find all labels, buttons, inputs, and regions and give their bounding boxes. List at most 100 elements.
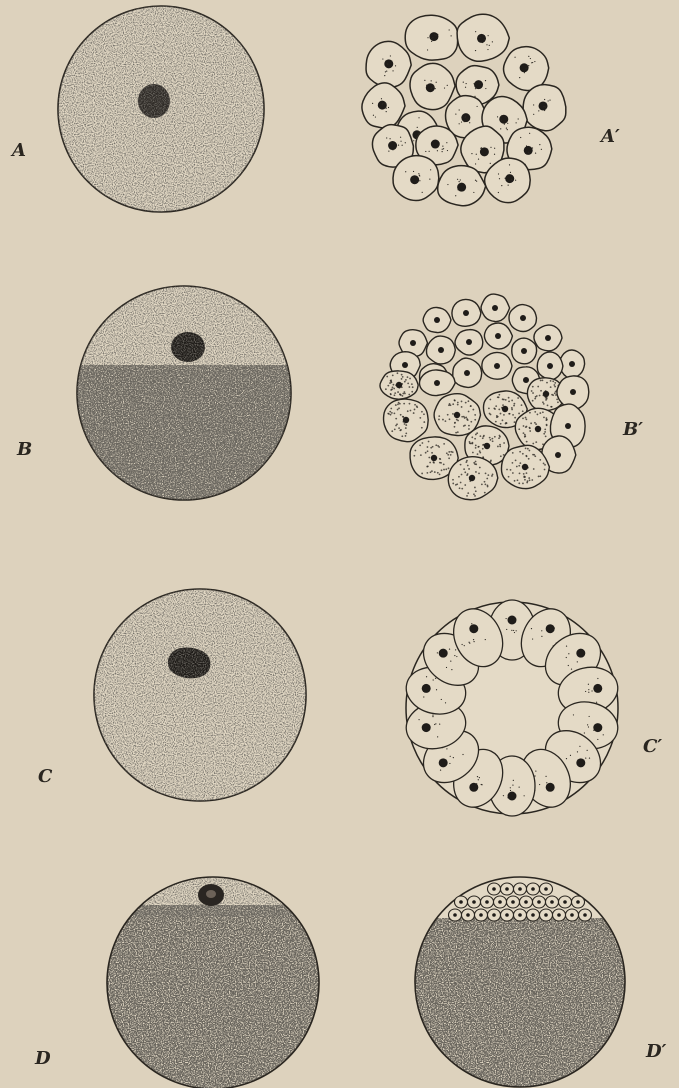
cell-nucleus bbox=[492, 887, 496, 891]
cell-nucleus bbox=[521, 348, 527, 354]
cell-nucleus bbox=[593, 723, 602, 732]
cell-nucleus bbox=[453, 913, 457, 917]
cell-nucleus bbox=[463, 310, 469, 316]
cell-nucleus bbox=[434, 317, 440, 323]
cell-nucleus bbox=[426, 83, 435, 92]
cell-nucleus bbox=[431, 140, 440, 149]
cell-nucleus bbox=[576, 649, 585, 658]
cell-nucleus bbox=[524, 146, 533, 155]
cell-nucleus bbox=[439, 649, 448, 658]
panel-label-c: C bbox=[38, 768, 52, 786]
cell-nucleus bbox=[576, 900, 580, 904]
cell-nucleus bbox=[546, 783, 555, 792]
egg-d-nucleolus bbox=[206, 890, 216, 898]
cell-nucleus bbox=[422, 684, 431, 693]
cell-nucleus bbox=[492, 305, 498, 311]
blastula-c-prime bbox=[402, 600, 623, 816]
cell-nucleus bbox=[459, 900, 463, 904]
cell-nucleus bbox=[511, 900, 515, 904]
cell-nucleus bbox=[484, 443, 490, 449]
cell-nucleus bbox=[439, 758, 448, 767]
cell-nucleus bbox=[469, 783, 478, 792]
egg-a-granules bbox=[55, 3, 270, 218]
cell-nucleus bbox=[545, 335, 551, 341]
egg-b-granules bbox=[76, 285, 292, 501]
cell-nucleus bbox=[403, 417, 409, 423]
cell-nucleus bbox=[523, 377, 529, 383]
cell-nucleus bbox=[550, 900, 554, 904]
cell-nucleus bbox=[434, 380, 440, 386]
egg-d bbox=[105, 877, 325, 1088]
panel-label-a-prime: A′ bbox=[601, 128, 620, 146]
cell-nucleus bbox=[505, 887, 509, 891]
cell-nucleus bbox=[431, 455, 437, 461]
cell-nucleus bbox=[479, 913, 483, 917]
cell-nucleus bbox=[546, 624, 555, 633]
cell-nucleus bbox=[555, 452, 561, 458]
cell-nucleus bbox=[502, 406, 508, 412]
cell-nucleus bbox=[438, 347, 444, 353]
cell-nucleus bbox=[410, 175, 419, 184]
blastula-d-yolk bbox=[412, 905, 632, 1088]
blastula-c-yolk bbox=[450, 640, 575, 765]
cell-nucleus bbox=[518, 913, 522, 917]
cell-nucleus bbox=[402, 362, 408, 368]
cell-nucleus bbox=[498, 900, 502, 904]
cell-nucleus bbox=[557, 913, 561, 917]
cell-nucleus bbox=[508, 616, 517, 625]
cell-nucleus bbox=[583, 913, 587, 917]
cell-nucleus bbox=[565, 423, 571, 429]
cell-nucleus bbox=[520, 315, 526, 321]
cell-nucleus bbox=[570, 913, 574, 917]
cell-nucleus bbox=[531, 887, 535, 891]
cell-nucleus bbox=[505, 174, 514, 183]
cell-nucleus bbox=[464, 370, 470, 376]
blastula-a-prime bbox=[362, 14, 566, 206]
panel-label-c-prime: C′ bbox=[643, 738, 662, 756]
cell-nucleus bbox=[544, 887, 548, 891]
cell-nucleus bbox=[422, 723, 431, 732]
cell-nucleus bbox=[570, 389, 576, 395]
cell-nucleus bbox=[518, 887, 522, 891]
cell-nucleus bbox=[485, 900, 489, 904]
cell-nucleus bbox=[535, 426, 541, 432]
cell-nucleus bbox=[569, 361, 575, 367]
cell-nucleus bbox=[543, 391, 549, 397]
panel-label-b-prime: B′ bbox=[623, 421, 643, 439]
cell-nucleus bbox=[384, 59, 393, 68]
cell-nucleus bbox=[544, 913, 548, 917]
cell-nucleus bbox=[461, 113, 470, 122]
cell-nucleus bbox=[539, 101, 548, 110]
cell-nucleus bbox=[410, 340, 416, 346]
cell-nucleus bbox=[472, 900, 476, 904]
cell-nucleus bbox=[388, 141, 397, 150]
cell-nucleus bbox=[454, 412, 460, 418]
blastula-b-prime bbox=[380, 294, 589, 500]
cell-nucleus bbox=[520, 63, 529, 72]
cell-nucleus bbox=[508, 792, 517, 801]
cell-nucleus bbox=[537, 900, 541, 904]
cell-nucleus bbox=[457, 183, 466, 192]
cell-nucleus bbox=[469, 624, 478, 633]
cell-nucleus bbox=[593, 684, 602, 693]
cell-nucleus bbox=[531, 913, 535, 917]
cell-nucleus bbox=[494, 363, 500, 369]
cell-nucleus bbox=[469, 475, 475, 481]
cell-nucleus bbox=[524, 900, 528, 904]
panel-label-d-prime: D′ bbox=[646, 1043, 666, 1061]
cell-nucleus bbox=[576, 758, 585, 767]
panel-label-d: D bbox=[35, 1050, 51, 1068]
cell-nucleus bbox=[429, 32, 438, 41]
blastula-d-prime bbox=[412, 877, 632, 1088]
cell-nucleus bbox=[466, 913, 470, 917]
cell-nucleus bbox=[547, 363, 553, 369]
cell-nucleus bbox=[499, 115, 508, 124]
cell-nucleus bbox=[492, 913, 496, 917]
cell-nucleus bbox=[396, 382, 402, 388]
panel-label-a: A bbox=[12, 142, 26, 160]
cell-nucleus bbox=[474, 80, 483, 89]
cell-nucleus bbox=[505, 913, 509, 917]
cell-nucleus bbox=[522, 464, 528, 470]
panel-label-b: B bbox=[17, 441, 32, 459]
